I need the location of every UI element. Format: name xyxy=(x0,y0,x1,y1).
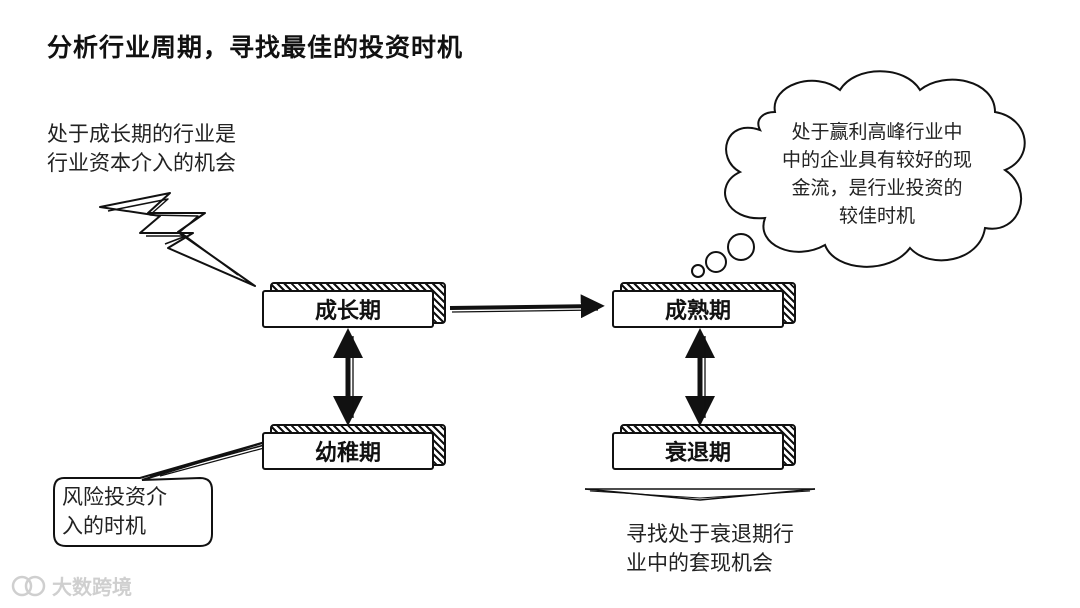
stage-decline-label: 衰退期 xyxy=(612,432,784,470)
growth-annotation-line: 行业资本介入的机会 xyxy=(47,151,236,175)
growth-to-mature-arrow xyxy=(449,294,605,319)
infant-callout-text: 风险投资介 入的时机 xyxy=(62,483,202,541)
mature-bubble-text: 处于赢利高峰行业中 中的企业具有较好的现 金流，是行业投资的 较佳时机 xyxy=(770,118,984,230)
stage-infant: 幼稚期 xyxy=(262,424,446,470)
speech-callout xyxy=(53,439,273,547)
stage-growth: 成长期 xyxy=(262,282,446,328)
page-title: 分析行业周期，寻找最佳的投资时机 xyxy=(47,33,464,62)
thought-cloud xyxy=(691,70,1026,278)
watermark: 大数跨境 xyxy=(10,571,132,600)
bubble-line: 金流，是行业投资的 xyxy=(791,177,963,199)
mature-decline-double-arrow xyxy=(685,328,715,426)
stage-mature-label: 成熟期 xyxy=(612,290,784,328)
bubble-line: 较佳时机 xyxy=(838,205,915,227)
watermark-text: 大数跨境 xyxy=(52,575,132,599)
growth-annotation: 处于成长期的行业是 行业资本介入的机会 xyxy=(47,120,236,178)
lightning-icon xyxy=(99,192,256,287)
decline-annotation-line: 业中的套现机会 xyxy=(626,551,773,575)
growth-infant-double-arrow xyxy=(333,328,363,426)
decline-annotation-line: 寻找处于衰退期行 xyxy=(626,522,794,546)
decline-arrow xyxy=(584,488,816,501)
bubble-line: 处于赢利高峰行业中 xyxy=(791,121,963,143)
decline-annotation: 寻找处于衰退期行 业中的套现机会 xyxy=(626,520,794,578)
callout-line: 入的时机 xyxy=(62,514,146,538)
bubble-line: 中的企业具有较好的现 xyxy=(781,149,972,171)
stage-growth-label: 成长期 xyxy=(262,290,434,328)
stage-mature: 成熟期 xyxy=(612,282,796,328)
callout-line: 风险投资介 xyxy=(62,485,167,509)
stage-decline: 衰退期 xyxy=(612,424,796,470)
stage-infant-label: 幼稚期 xyxy=(262,432,434,470)
growth-annotation-line: 处于成长期的行业是 xyxy=(47,122,236,146)
watermark-logo-icon xyxy=(11,575,46,596)
